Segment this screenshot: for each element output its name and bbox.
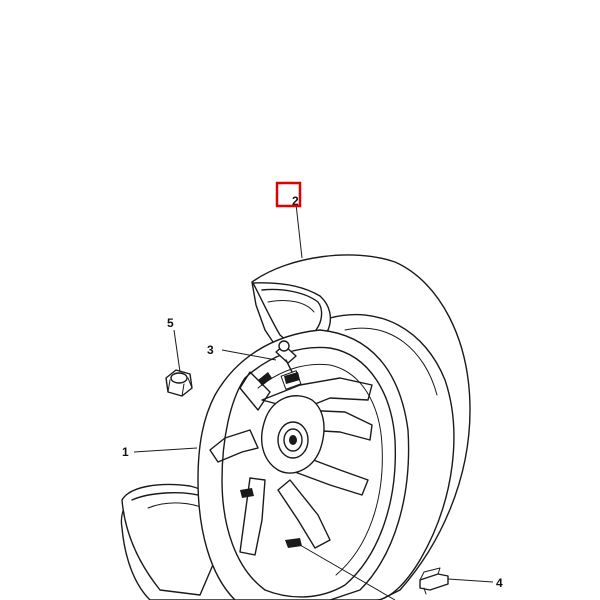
wheel xyxy=(197,329,410,600)
callout-4: 4 xyxy=(496,576,503,590)
nut xyxy=(165,369,193,397)
tire-valve xyxy=(275,340,297,373)
balance-weight xyxy=(419,567,449,595)
callout-1: 1 xyxy=(122,445,129,459)
callout-5: 5 xyxy=(167,316,174,330)
callout-2: 2 xyxy=(292,194,299,208)
leader-lines xyxy=(133,203,494,600)
callout-3: 3 xyxy=(207,343,214,357)
highlight-box xyxy=(275,181,302,208)
